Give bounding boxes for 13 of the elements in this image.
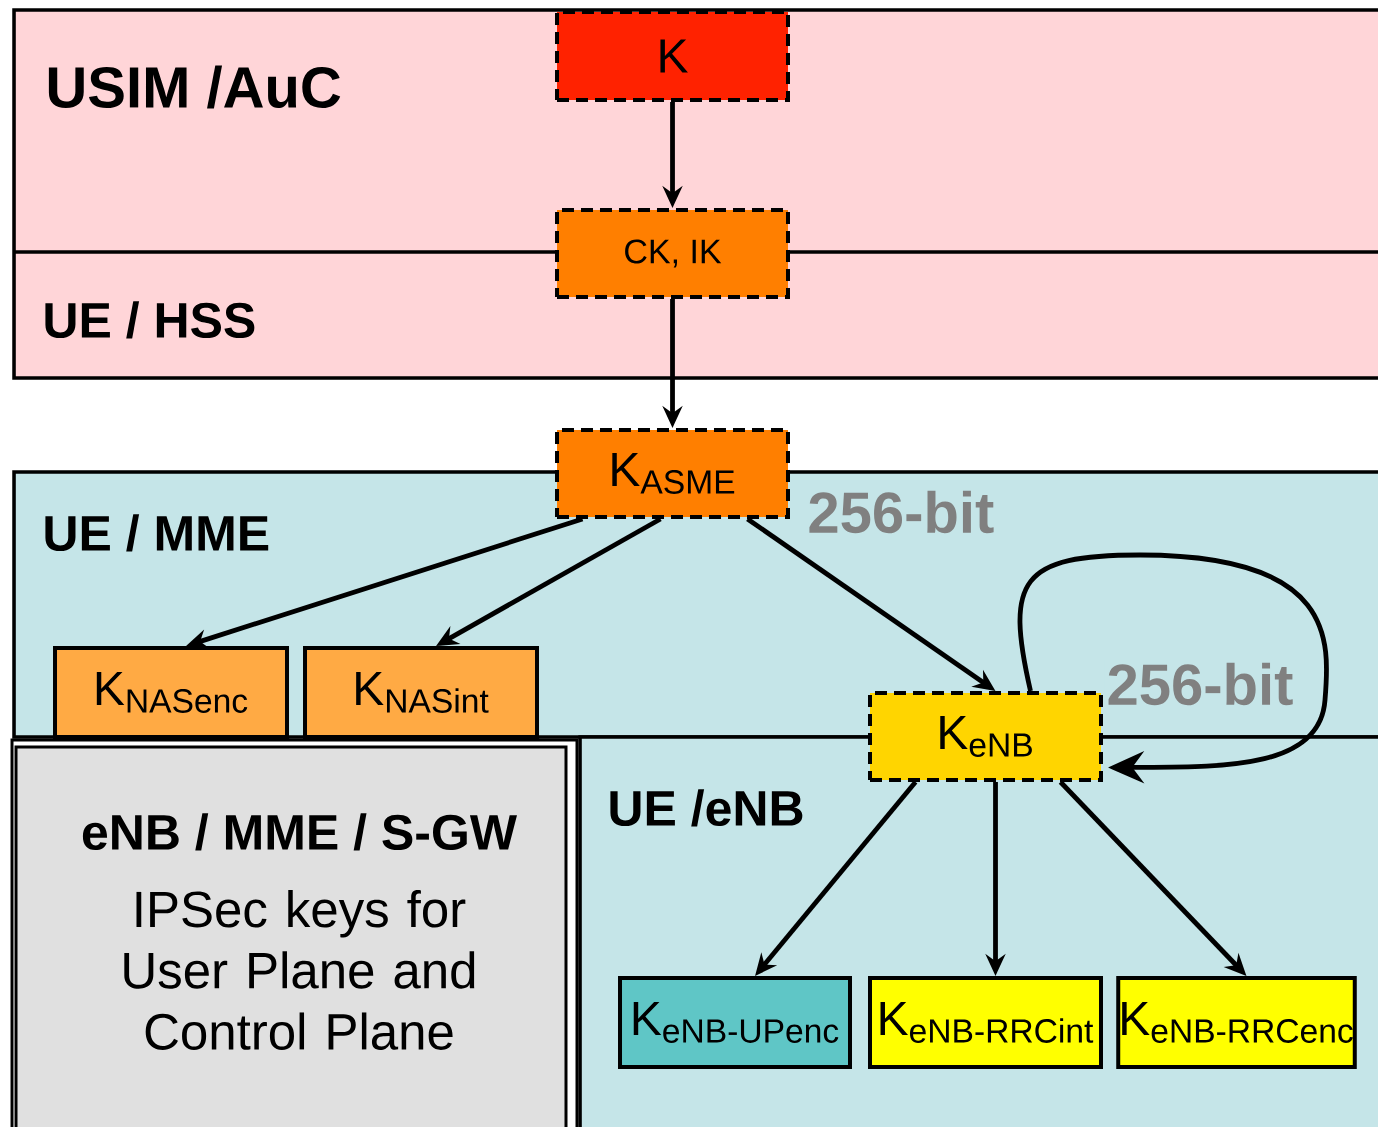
key-box: $\text{K}_{\text{NASint}}$ bbox=[303, 646, 539, 739]
network-box: eNB / MME / S-GW IPSec keys for User Plane and Control Plane bbox=[10, 738, 579, 1127]
key-box: K bbox=[555, 10, 790, 102]
edge-label: 256-bit bbox=[1104, 660, 1296, 708]
key-box: $\text{K}_{\text{NASenc}}$ bbox=[53, 646, 289, 739]
key-box: $\text{K}_{\text{eNB-RRCint}}$ bbox=[868, 976, 1103, 1069]
key-box: $\text{K}_{\text{eNB-UPenc}}$ bbox=[618, 976, 852, 1069]
bit-length-label: 256-bit bbox=[809, 490, 994, 534]
key-box: CK, IK bbox=[555, 208, 790, 299]
loop-arrow bbox=[1017, 552, 1329, 784]
key-box: $\text{K}_{\text{ASME}}$ bbox=[555, 428, 790, 519]
key-box: $\text{K}_{\text{eNB-RRCenc}}$ bbox=[1116, 976, 1357, 1069]
key-box: $\text{K}_{\text{eNB}}$ bbox=[868, 691, 1103, 782]
